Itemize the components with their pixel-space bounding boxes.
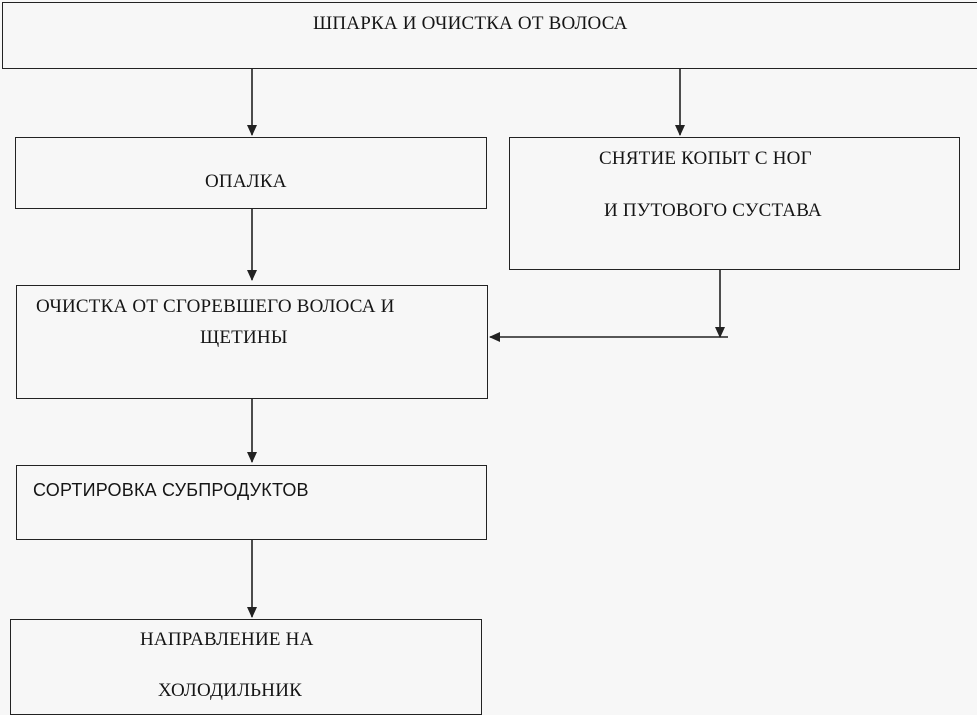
scalding-label: ШПАРКА И ОЧИСТКА ОТ ВОЛОСА bbox=[313, 13, 628, 34]
cleaning-label-line2: ЩЕТИНЫ bbox=[200, 327, 288, 348]
cleaning-box bbox=[16, 285, 488, 399]
singeing-box bbox=[15, 137, 487, 209]
sorting-label: СОРТИРОВКА СУБПРОДУКТОВ bbox=[33, 480, 309, 500]
hoof-removal-box bbox=[509, 137, 960, 270]
cleaning-label-line1: ОЧИСТКА ОТ СГОРЕВШЕГО ВОЛОСА И bbox=[36, 296, 395, 317]
sorting-box bbox=[16, 465, 487, 540]
hoof-removal-label-line2: И ПУТОВОГО СУСТАВА bbox=[604, 200, 822, 221]
singeing-label: ОПАЛКА bbox=[205, 171, 287, 192]
scalding-box bbox=[2, 2, 977, 69]
hoof-removal-label-line1: СНЯТИЕ КОПЫТ С НОГ bbox=[599, 148, 812, 169]
refrigerator-label-line2: ХОЛОДИЛЬНИК bbox=[158, 680, 302, 701]
refrigerator-label-line1: НАПРАВЛЕНИЕ НА bbox=[140, 629, 314, 650]
